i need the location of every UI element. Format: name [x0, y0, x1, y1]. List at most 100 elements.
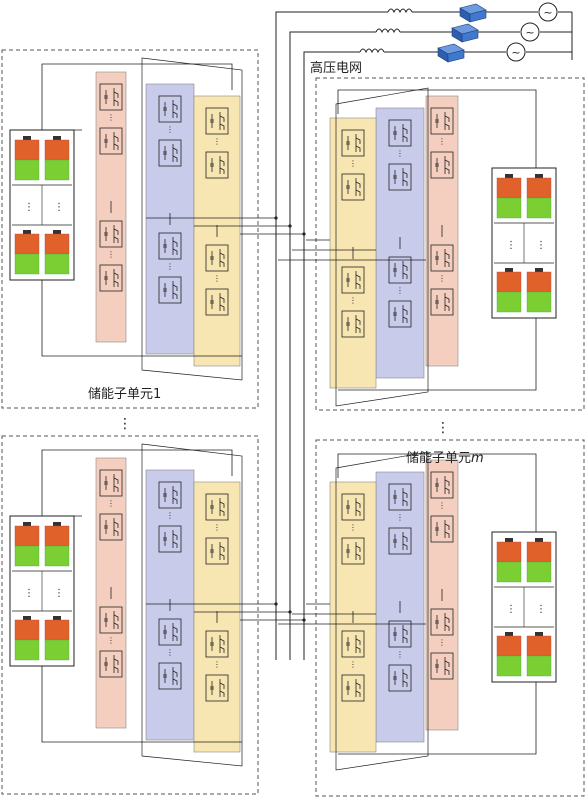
- submodule-cell: [341, 310, 365, 338]
- svg-text:⋮: ⋮: [349, 159, 357, 168]
- battery-icon: [44, 230, 70, 275]
- submodule-cell: [158, 481, 182, 509]
- converter-phase-arm: ⋮⋮: [425, 95, 459, 367]
- battery-icon: [496, 268, 522, 313]
- svg-text:⋮: ⋮: [107, 113, 115, 122]
- submodule-cell: [158, 276, 182, 304]
- svg-text:⋮: ⋮: [438, 501, 446, 510]
- submodule-cell: [341, 129, 365, 157]
- svg-text:⋮: ⋮: [166, 511, 174, 520]
- transformer-icon: [437, 43, 465, 63]
- unit-label-1: 储能子单元1: [88, 387, 161, 402]
- svg-text:⋮: ⋮: [107, 250, 115, 259]
- submodule-cell: [205, 288, 229, 316]
- submodule-cell: [99, 606, 123, 634]
- ac-source-icon: ~: [538, 2, 558, 22]
- svg-text:⋮: ⋮: [396, 149, 404, 158]
- ac-sources: ~ ~ ~: [506, 2, 558, 62]
- converter-phase-arm: ⋮⋮: [329, 481, 377, 753]
- svg-text:⋮: ⋮: [438, 638, 446, 647]
- bus-junction-dot: [288, 610, 292, 614]
- bus-junction-dot: [288, 224, 292, 228]
- submodule-cell: [341, 266, 365, 294]
- submodule-cell: [205, 674, 229, 702]
- svg-text:⋮: ⋮: [349, 296, 357, 305]
- svg-text:⋮: ⋮: [54, 202, 64, 213]
- submodule-cell: [388, 300, 412, 328]
- svg-text:⋮: ⋮: [506, 604, 516, 615]
- unit-frame-right-bottom: [315, 439, 585, 797]
- converter-phase-arm: ⋮⋮: [375, 471, 425, 743]
- transformer-icon: [459, 3, 487, 23]
- battery-rack: ⋮⋮: [9, 129, 75, 281]
- submodule-cell: [388, 256, 412, 284]
- storage-unit-right-top: ⋮⋮⋮⋮⋮⋮⋮⋮: [278, 87, 557, 407]
- unit-frame-right-top: [315, 77, 585, 411]
- svg-text:⋮: ⋮: [213, 660, 221, 669]
- svg-text:⋮: ⋮: [506, 240, 516, 251]
- bus-junction-dot: [302, 618, 306, 622]
- submodule-cell: [341, 537, 365, 565]
- submodule-cell: [341, 630, 365, 658]
- svg-text:⋮: ⋮: [536, 240, 546, 251]
- battery-icon: [496, 174, 522, 219]
- svg-text:⋮: ⋮: [213, 523, 221, 532]
- battery-rack: ⋮⋮: [491, 167, 557, 319]
- storage-unit-1: ⋮⋮⋮⋮⋮⋮⋮⋮: [9, 57, 306, 381]
- battery-icon: [526, 538, 552, 583]
- submodule-cell: [430, 608, 454, 636]
- submodule-cell: [430, 471, 454, 499]
- submodule-cell: [99, 83, 123, 111]
- submodule-cell: [205, 107, 229, 135]
- submodule-cell: [430, 107, 454, 135]
- submodule-cell: [158, 618, 182, 646]
- submodule-cell: [388, 163, 412, 191]
- grid-phase-line-3: [303, 48, 572, 230]
- submodule-cell: [205, 244, 229, 272]
- inductor-icon: [359, 48, 385, 54]
- grid-label: 高压电网: [310, 60, 362, 76]
- battery-icon: [44, 616, 70, 661]
- battery-icon: [14, 616, 40, 661]
- submodule-cell: [205, 537, 229, 565]
- submodule-cell: [430, 288, 454, 316]
- transformer-icon: [451, 23, 479, 43]
- submodule-cell: [99, 264, 123, 292]
- submodule-cell: [99, 513, 123, 541]
- submodule-cell: [430, 652, 454, 680]
- svg-text:~: ~: [543, 6, 552, 19]
- converter-phase-arm: ⋮⋮: [145, 469, 195, 741]
- ellipsis-left: ⋮: [118, 416, 132, 432]
- grid-section: [275, 8, 573, 230]
- battery-icon: [496, 538, 522, 583]
- storage-unit-left-bottom: ⋮⋮⋮⋮⋮⋮⋮⋮: [9, 443, 306, 767]
- battery-icon: [14, 522, 40, 567]
- submodule-cell: [341, 173, 365, 201]
- inductor-icon: [387, 8, 413, 14]
- battery-icon: [14, 230, 40, 275]
- converter-phase-arm: ⋮⋮: [95, 71, 127, 343]
- svg-text:⋮: ⋮: [438, 274, 446, 283]
- svg-text:⋮: ⋮: [349, 660, 357, 669]
- svg-text:⋮: ⋮: [536, 604, 546, 615]
- submodule-cell: [388, 119, 412, 147]
- battery-icon: [526, 174, 552, 219]
- submodule-cell: [341, 493, 365, 521]
- submodule-cell: [99, 650, 123, 678]
- battery-icon: [496, 632, 522, 677]
- battery-icon: [44, 136, 70, 181]
- submodule-cell: [430, 515, 454, 543]
- converter-phase-arm: ⋮⋮: [145, 83, 195, 355]
- submodule-cell: [158, 95, 182, 123]
- submodule-cell: [430, 151, 454, 179]
- submodule-cell: [158, 139, 182, 167]
- battery-icon: [526, 632, 552, 677]
- converter-phase-arm: ⋮⋮: [375, 107, 425, 379]
- svg-text:⋮: ⋮: [107, 499, 115, 508]
- battery-rack: ⋮⋮: [491, 531, 557, 683]
- battery-icon: [526, 268, 552, 313]
- unit-frame-left-top: [1, 49, 259, 409]
- converter-phase-arm: ⋮⋮: [95, 457, 127, 729]
- bus-junction-dot: [274, 602, 278, 606]
- unit-frame-left-bottom: [1, 435, 259, 795]
